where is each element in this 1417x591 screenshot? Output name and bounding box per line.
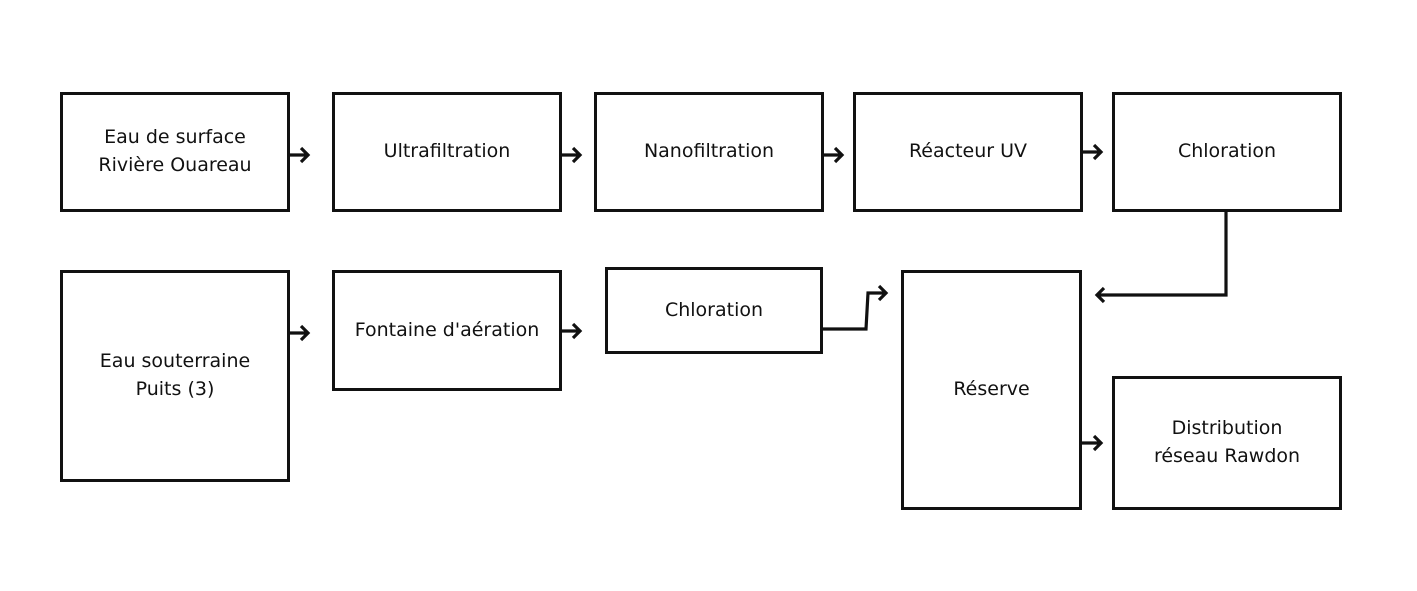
node-label: Réacteur UV — [908, 140, 1028, 163]
node-ultrafiltration: Ultrafiltration — [332, 92, 562, 212]
node-label: Réserve — [953, 378, 1030, 401]
node-label: Rivière Ouareau — [98, 154, 252, 176]
node-label: Chloration — [1177, 140, 1277, 163]
node-label: Eau souterraine — [99, 350, 251, 373]
node-surface-water: Eau de surface Rivière Ouareau — [60, 92, 290, 212]
node-chlorination-top: Chloration — [1112, 92, 1342, 212]
node-label: Ultrafiltration — [383, 140, 511, 163]
arrow-reserve-to-distribution — [1082, 434, 1104, 452]
arrow-groundwater-to-aeration — [290, 324, 311, 342]
arrow-chlorination-bottom-to-reserve — [823, 284, 889, 331]
node-label: réseau Rawdon — [1153, 445, 1301, 467]
arrow-aeration-to-chlorination — [562, 322, 583, 340]
node-chlorination-bottom: Chloration — [605, 267, 823, 354]
node-distribution: Distribution réseau Rawdon — [1112, 376, 1342, 510]
arrow-ultrafiltration-to-nanofiltration — [562, 146, 583, 164]
node-groundwater: Eau souterraine Puits (3) — [60, 270, 290, 482]
node-nanofiltration: Nanofiltration — [594, 92, 824, 212]
node-label: Puits (3) — [135, 378, 215, 400]
node-aeration-fountain: Fontaine d'aération — [332, 270, 562, 391]
node-label: Chloration — [664, 298, 764, 321]
node-label: Fontaine d'aération — [354, 318, 540, 341]
node-uv-reactor: Réacteur UV — [853, 92, 1083, 212]
node-label: Distribution — [1171, 417, 1283, 440]
arrow-chlorination-to-reserve — [1094, 211, 1228, 304]
node-label: Eau de surface — [104, 126, 246, 149]
node-reserve: Réserve — [901, 270, 1082, 510]
node-label: Nanofiltration — [643, 140, 775, 163]
arrow-nanofiltration-to-uv — [824, 146, 845, 164]
arrow-surface-to-ultrafiltration — [290, 146, 311, 164]
arrow-uv-to-chlorination — [1083, 143, 1104, 161]
